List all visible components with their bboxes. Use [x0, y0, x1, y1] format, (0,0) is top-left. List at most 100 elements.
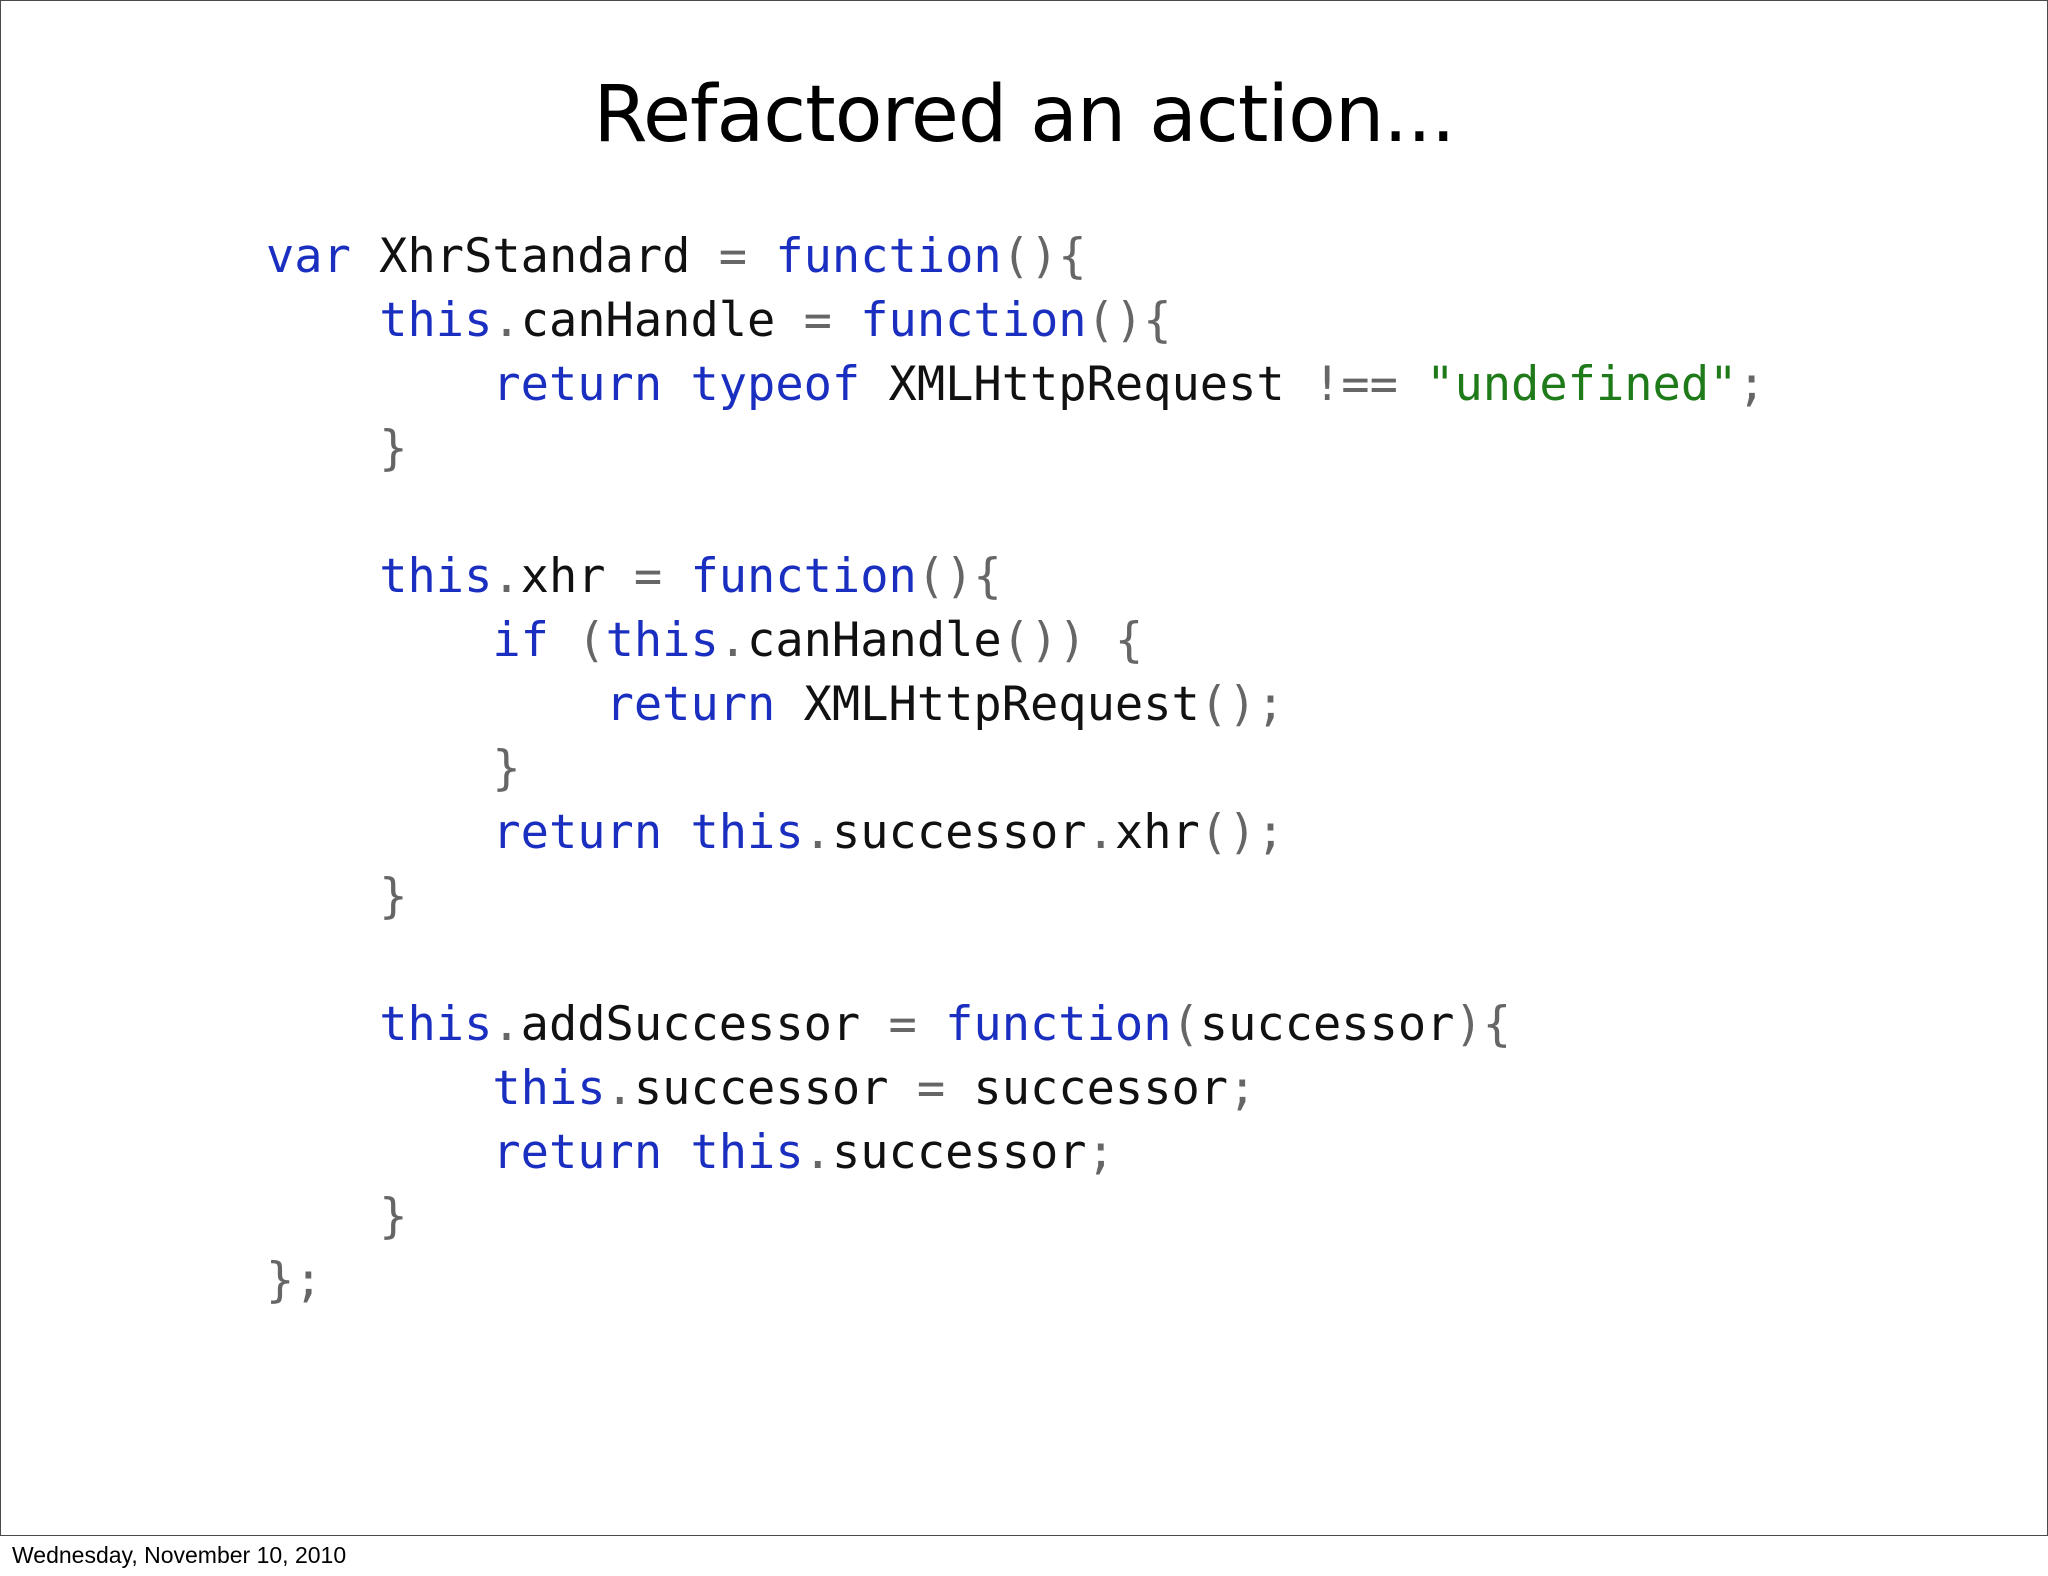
code-identifier	[266, 613, 492, 668]
code-punctuation: };	[266, 1253, 323, 1308]
code-keyword: function	[690, 549, 917, 604]
code-identifier: canHandle	[520, 293, 804, 348]
code-keyword: return	[492, 357, 663, 412]
code-line: this.successor = successor;	[266, 1057, 1766, 1121]
code-line: return this.successor.xhr();	[266, 801, 1766, 865]
code-keyword: this	[379, 293, 493, 348]
code-punctuation: !==	[1312, 357, 1427, 412]
code-punctuation: (){	[916, 549, 1002, 604]
slide-title: Refactored an action...	[593, 70, 1455, 160]
code-punctuation: ;	[1086, 1125, 1115, 1180]
code-keyword: if	[492, 613, 549, 668]
code-identifier	[662, 357, 690, 412]
code-line: }	[266, 417, 1766, 481]
code-punctuation: ;	[1737, 357, 1766, 412]
code-line: return XMLHttpRequest();	[266, 673, 1766, 737]
code-punctuation: .	[492, 293, 521, 348]
code-identifier: canHandle	[747, 613, 1002, 668]
code-line: }	[266, 737, 1766, 801]
code-punctuation: .	[1086, 805, 1115, 860]
code-keyword: return	[492, 1125, 663, 1180]
code-string: "undefined"	[1426, 357, 1738, 412]
slide-footer-date: Wednesday, November 10, 2010	[12, 1542, 347, 1568]
code-punctuation: =	[718, 229, 776, 284]
code-punctuation: .	[803, 1125, 832, 1180]
code-identifier: successor	[831, 805, 1087, 860]
code-line: }	[266, 1185, 1766, 1249]
code-identifier: successor	[973, 1061, 1229, 1116]
code-keyword: this	[605, 613, 719, 668]
code-identifier	[266, 869, 379, 924]
code-keyword: return	[492, 805, 663, 860]
code-line: return this.successor;	[266, 1121, 1766, 1185]
code-identifier	[266, 741, 492, 796]
code-identifier	[266, 1189, 379, 1244]
code-keyword: typeof	[690, 357, 861, 412]
code-line: this.canHandle = function(){	[266, 289, 1766, 353]
code-keyword: return	[605, 677, 776, 732]
code-keyword: var	[266, 229, 351, 284]
code-identifier	[266, 549, 379, 604]
code-keyword: this	[379, 997, 493, 1052]
code-line: };	[266, 1249, 1766, 1313]
slide: Refactored an action... var XhrStandard …	[0, 0, 2048, 1536]
code-identifier: successor	[633, 1061, 917, 1116]
code-identifier	[266, 1125, 492, 1180]
code-line: if (this.canHandle()) {	[266, 609, 1766, 673]
code-block: var XhrStandard = function(){ this.canHa…	[266, 225, 1766, 1313]
code-identifier: addSuccessor	[520, 997, 889, 1052]
code-identifier	[266, 293, 379, 348]
code-keyword: this	[690, 1125, 804, 1180]
code-identifier: successor	[1199, 997, 1455, 1052]
code-punctuation: ()) {	[1001, 613, 1144, 668]
code-punctuation: .	[492, 549, 521, 604]
code-keyword: this	[379, 549, 493, 604]
code-line: this.addSuccessor = function(successor){	[266, 993, 1766, 1057]
code-identifier	[266, 1061, 492, 1116]
code-keyword: function	[945, 997, 1172, 1052]
code-identifier	[266, 357, 492, 412]
code-punctuation: }	[379, 1189, 408, 1244]
code-punctuation: .	[492, 997, 521, 1052]
code-punctuation: (	[1171, 997, 1200, 1052]
code-line	[266, 481, 1766, 545]
code-keyword: this	[690, 805, 804, 860]
code-identifier: successor	[831, 1125, 1087, 1180]
code-keyword: this	[492, 1061, 606, 1116]
code-keyword: function	[775, 229, 1002, 284]
code-punctuation: (){	[1086, 293, 1172, 348]
code-identifier	[266, 677, 606, 732]
code-line: }	[266, 865, 1766, 929]
code-punctuation: =	[803, 293, 861, 348]
code-punctuation: .	[803, 805, 832, 860]
code-identifier	[266, 997, 379, 1052]
code-identifier	[662, 805, 690, 860]
code-line: this.xhr = function(){	[266, 545, 1766, 609]
code-punctuation: (	[577, 613, 606, 668]
code-punctuation: ();	[1199, 805, 1285, 860]
code-punctuation: }	[492, 741, 521, 796]
code-line	[266, 929, 1766, 993]
code-identifier: xhr	[1114, 805, 1200, 860]
code-punctuation: =	[888, 997, 946, 1052]
code-line: var XhrStandard = function(){	[266, 225, 1766, 289]
code-identifier: XhrStandard	[350, 229, 719, 284]
code-punctuation: ){	[1454, 997, 1512, 1052]
code-punctuation: (){	[1001, 229, 1087, 284]
code-punctuation: ;	[1228, 1061, 1257, 1116]
code-identifier	[662, 1125, 690, 1180]
code-punctuation: }	[379, 421, 408, 476]
code-identifier: XMLHttpRequest	[775, 677, 1200, 732]
code-identifier	[266, 421, 379, 476]
code-punctuation: .	[605, 1061, 634, 1116]
code-identifier	[266, 805, 492, 860]
code-keyword: function	[860, 293, 1087, 348]
code-punctuation: =	[633, 549, 691, 604]
code-identifier: xhr	[520, 549, 634, 604]
code-identifier: XMLHttpRequest	[860, 357, 1313, 412]
code-punctuation: }	[379, 869, 408, 924]
code-punctuation: ();	[1199, 677, 1285, 732]
code-punctuation: =	[916, 1061, 974, 1116]
code-identifier	[549, 613, 577, 668]
code-line: return typeof XMLHttpRequest !== "undefi…	[266, 353, 1766, 417]
